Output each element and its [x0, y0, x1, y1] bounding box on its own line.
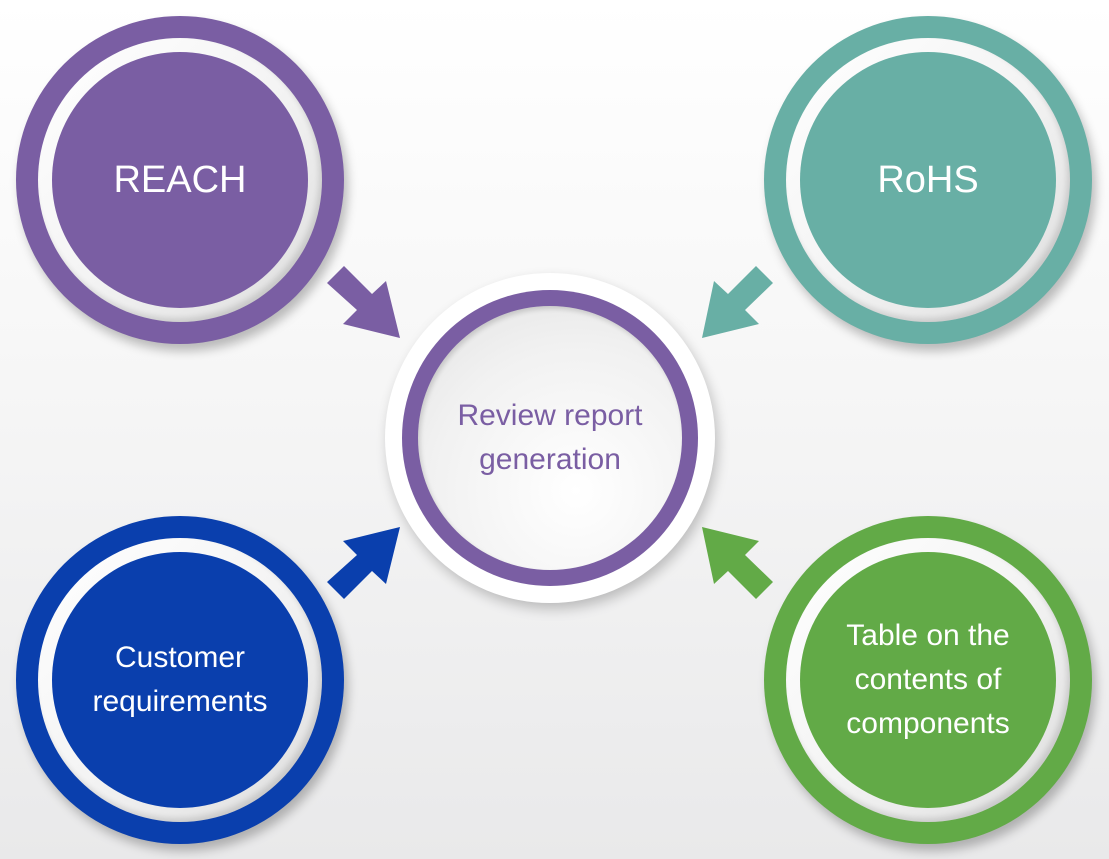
reach-label: REACH — [113, 159, 247, 201]
review-report-circle: Review report generation — [418, 306, 682, 570]
customer-requirements-label-line-1: Customer — [114, 641, 246, 674]
review-report-node: Review report generation — [385, 273, 715, 603]
reach-circle: REACH — [52, 52, 308, 308]
rohs-node: RoHS — [764, 16, 1092, 344]
review-report-label-line-2: generation — [479, 443, 621, 476]
components-table-label-line-3: components — [846, 707, 1010, 740]
customer-requirements-arrow-icon — [327, 527, 400, 599]
review-report-label-line-1: Review report — [457, 399, 643, 432]
reach-node: REACH — [16, 16, 344, 344]
components-table-circle: Table on the contents of components — [800, 552, 1056, 808]
customer-requirements-circle: Customer requirements — [52, 552, 308, 808]
components-table-label-line-1: Table on the — [846, 619, 1010, 652]
rohs-arrow-icon — [702, 266, 773, 338]
components-table-arrow-icon — [702, 527, 773, 599]
customer-requirements-label-line-2: requirements — [92, 685, 268, 718]
rohs-label: RoHS — [877, 159, 979, 201]
components-table-label-line-2: contents of — [854, 663, 1002, 696]
review-report-ring: Review report generation — [402, 290, 698, 586]
rohs-circle: RoHS — [800, 52, 1056, 308]
reach-arrow-icon — [327, 266, 400, 338]
customer-requirements-node: Customer requirements — [16, 516, 344, 844]
components-table-node: Table on the contents of components — [764, 516, 1092, 844]
